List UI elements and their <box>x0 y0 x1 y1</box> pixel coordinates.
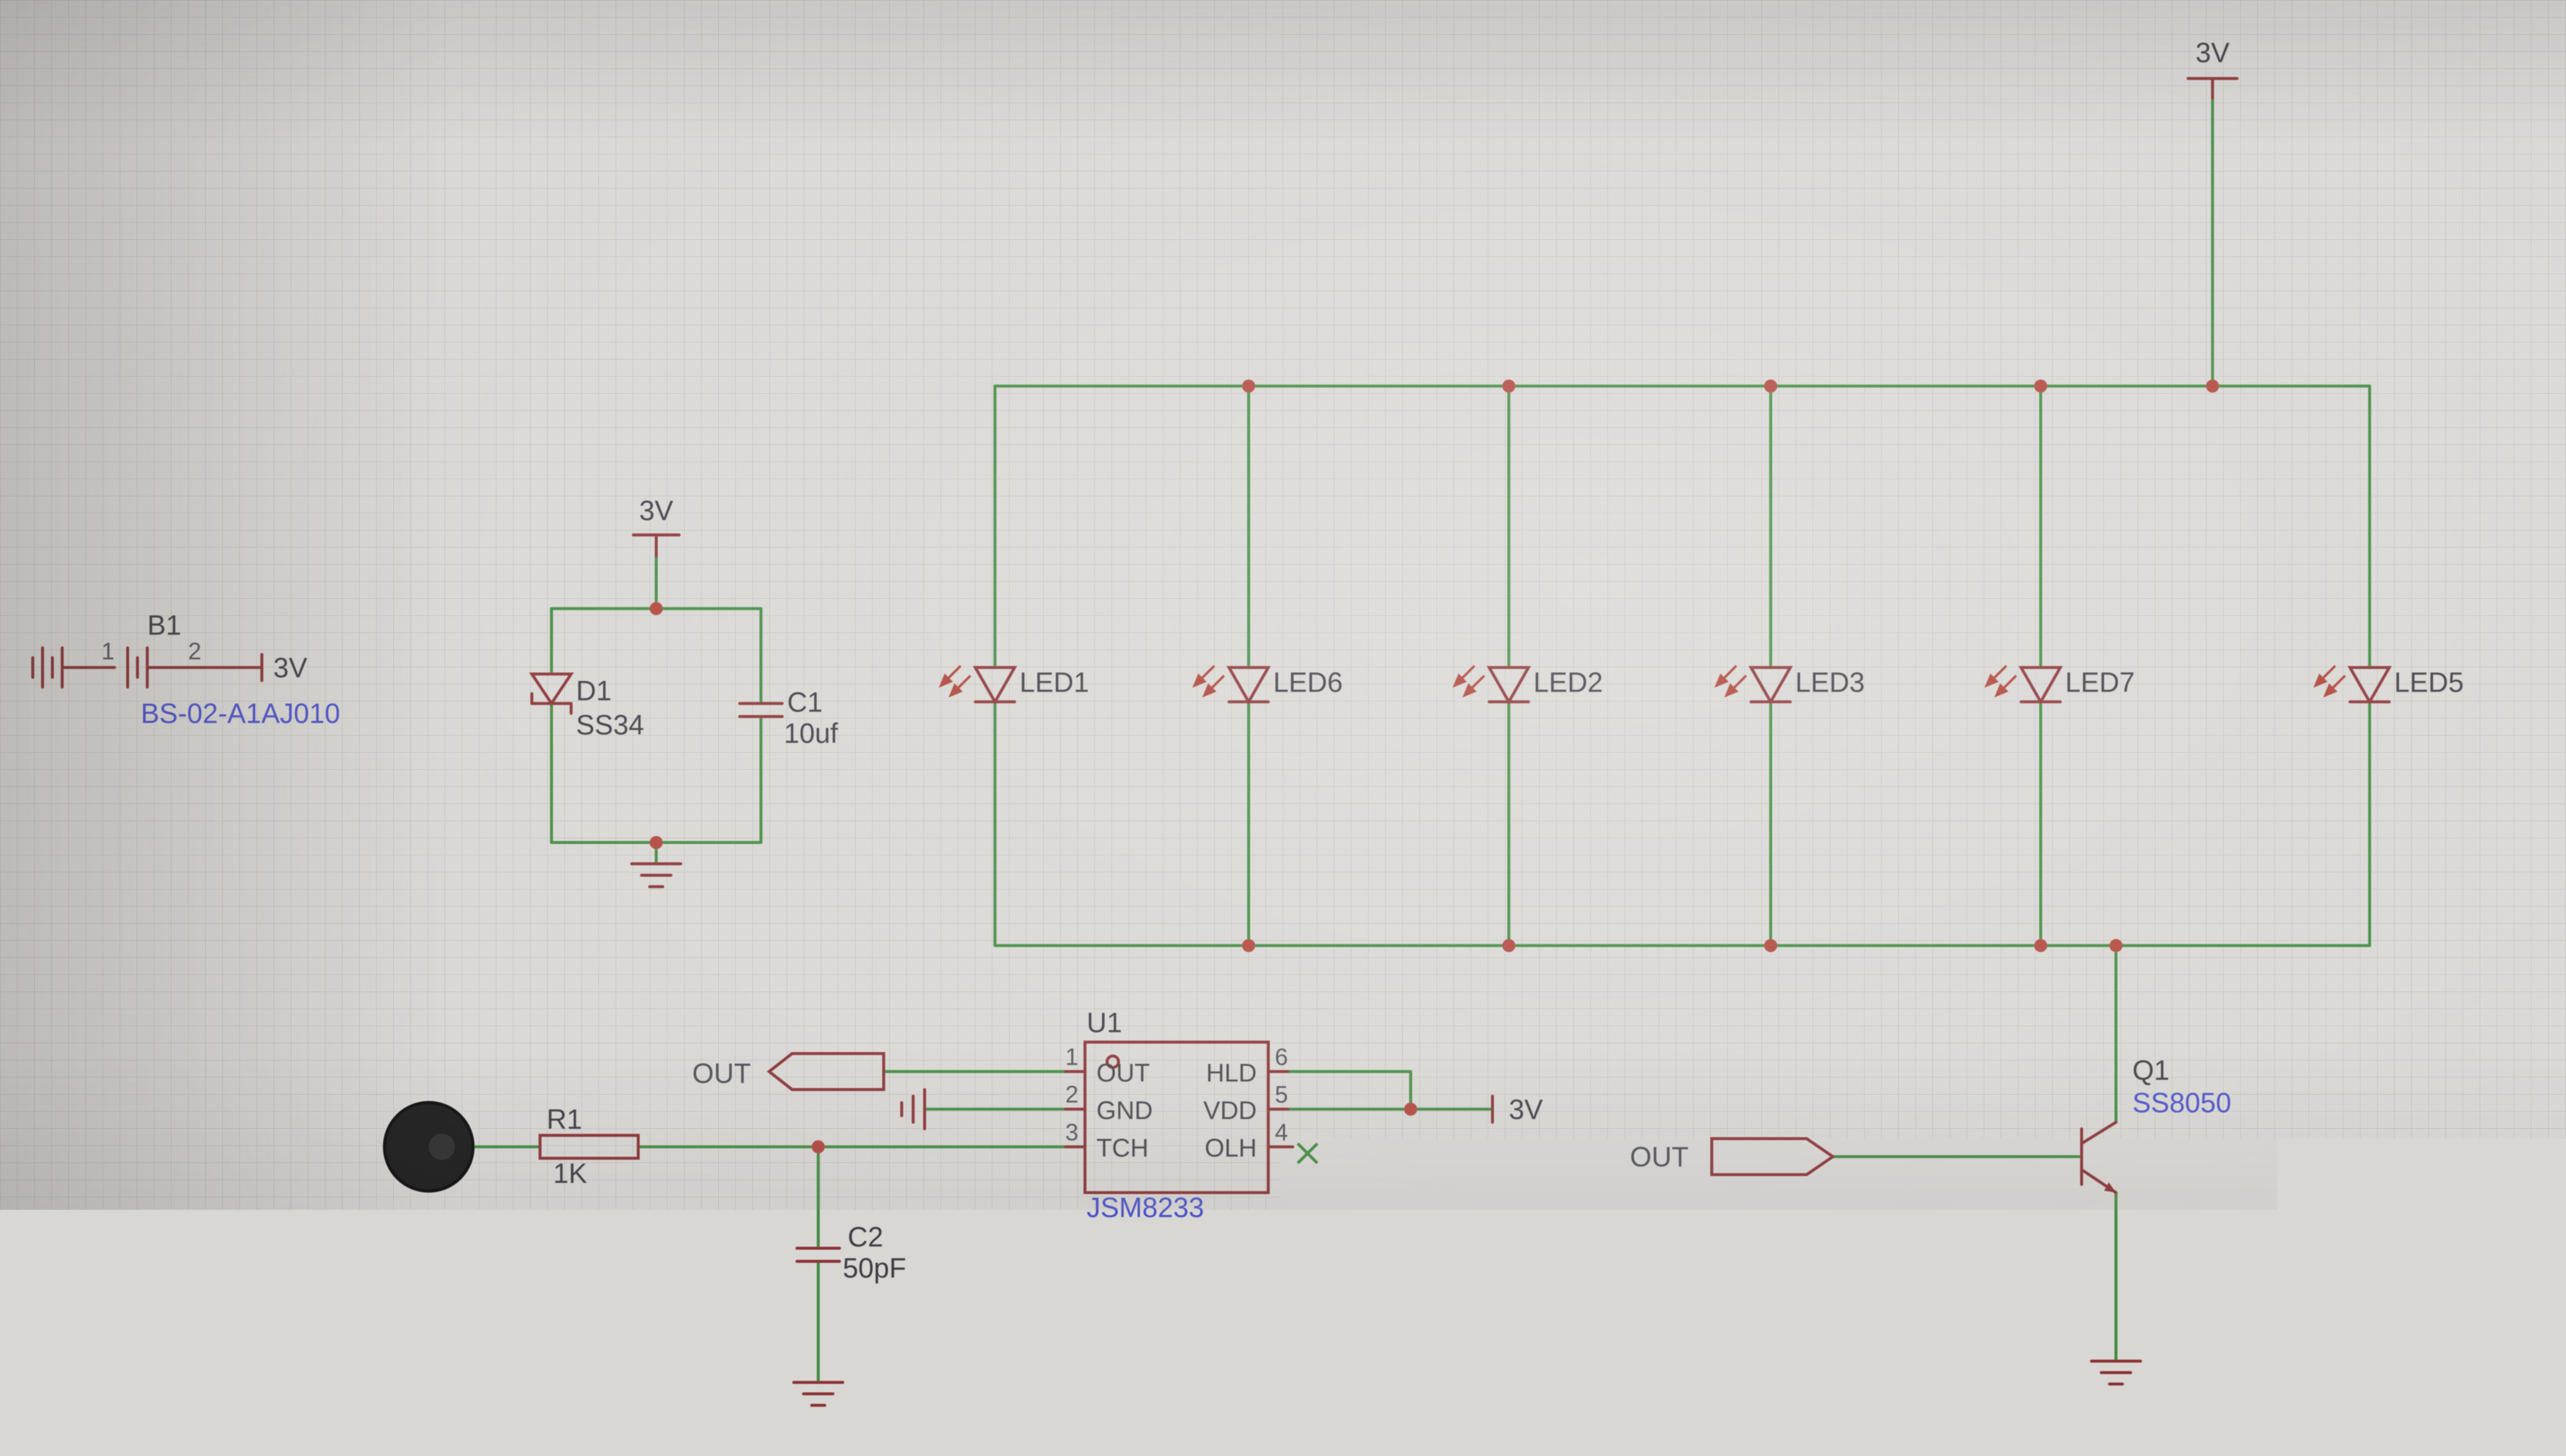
photo-lighting-overlay <box>0 0 2566 1456</box>
schematic-canvas[interactable]: 3V 3V B1 1 2 3V BS-02-A1AJ010 D1 SS34 <box>0 0 2566 1456</box>
